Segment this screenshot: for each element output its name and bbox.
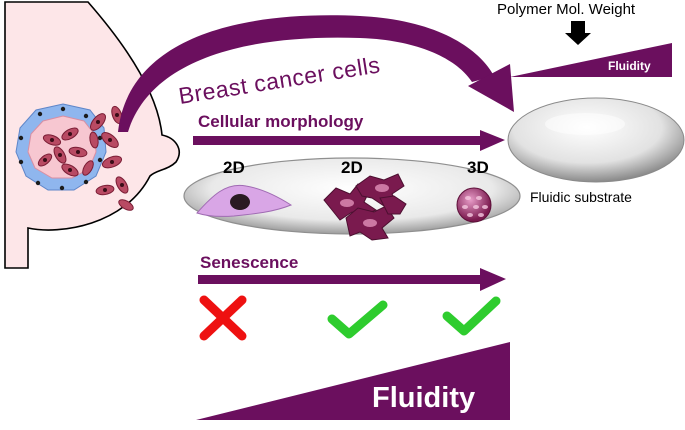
cell-nuclei <box>43 113 124 192</box>
fluidity-small-label: Fluidity <box>608 59 651 73</box>
fluidity-wedge-large <box>196 342 510 420</box>
polymer-mol-weight-label: Polymer Mol. Weight <box>497 1 636 18</box>
cross-icon <box>199 295 247 341</box>
curved-arrow <box>118 15 514 132</box>
fluidity-large-label: Fluidity <box>372 382 475 414</box>
fluidic-substrate-dish <box>507 97 685 183</box>
down-arrow-icon <box>565 21 591 45</box>
fluidity-wedge-small <box>510 43 672 77</box>
senescence-arrow <box>198 268 506 291</box>
breast-illustration <box>4 1 180 269</box>
fluidic-substrate-label: Fluidic substrate <box>530 189 632 205</box>
label-3d: 3D <box>467 158 489 177</box>
cluster-nuclei <box>340 184 389 227</box>
spheroid-3d <box>456 187 492 223</box>
cellular-morphology-arrow <box>193 130 505 151</box>
check-icon <box>327 300 388 339</box>
senescence-label: Senescence <box>200 253 298 272</box>
cellular-morphology-label: Cellular morphology <box>198 112 364 131</box>
label-2d-first: 2D <box>223 158 245 177</box>
spread-cell-2d <box>196 184 293 217</box>
label-2d-second: 2D <box>341 158 363 177</box>
check-icon <box>442 296 501 336</box>
breast-cancer-cells-label: Breast cancer cells <box>177 51 382 109</box>
